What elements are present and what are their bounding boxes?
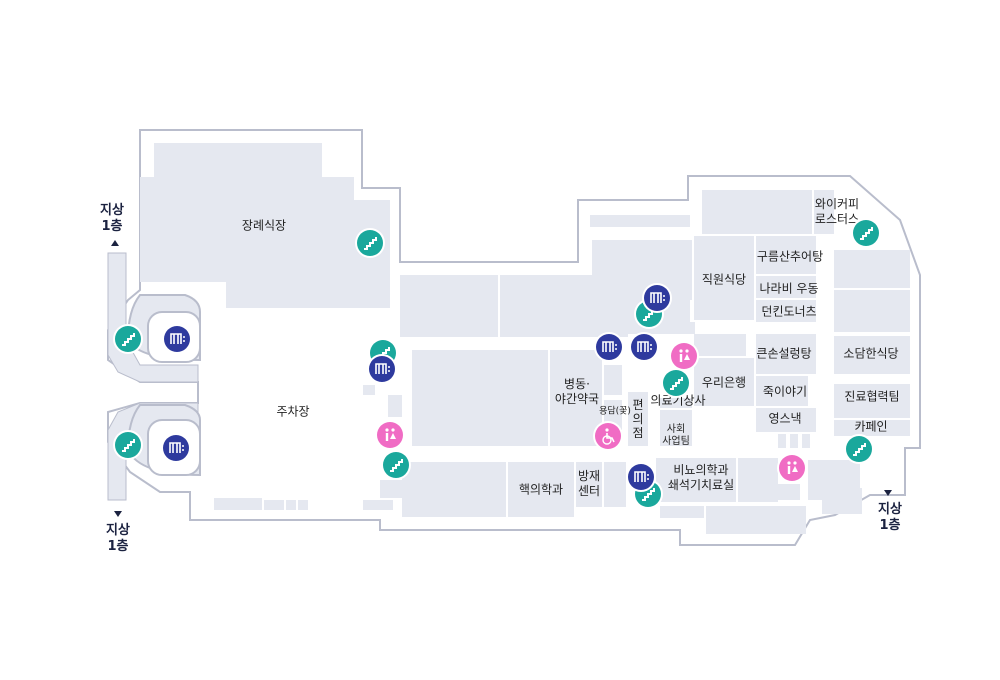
- room-convenience: 편의점: [632, 398, 644, 440]
- arrow-down-icon: [884, 490, 892, 496]
- elevator-icon[interactable]: [628, 464, 654, 490]
- exit-left-top: 지상 1층: [100, 203, 124, 234]
- room-narabi-udon: 나라비 우동: [759, 281, 819, 296]
- room-parking: 주차장: [276, 404, 310, 419]
- stairs-icon[interactable]: [115, 432, 141, 458]
- arrow-up-icon: [111, 240, 119, 246]
- room-medical-coop: 진료협력팀: [844, 389, 900, 404]
- room-wycoffee: 와이커피 로스터스: [814, 197, 860, 226]
- room-counseling: 용담(꽃): [599, 406, 631, 417]
- elevator-icon[interactable]: [369, 356, 395, 382]
- stairs-icon[interactable]: [846, 436, 872, 462]
- room-social-work: 사회 사업팀: [662, 424, 690, 447]
- elevator-icon[interactable]: [164, 326, 190, 352]
- restroom-icon[interactable]: [779, 455, 805, 481]
- room-keunson: 큰손설렁탕: [756, 346, 812, 361]
- elevator-icon[interactable]: [631, 334, 657, 360]
- room-cafe-pain: 카페인: [854, 419, 888, 434]
- stairs-icon[interactable]: [853, 220, 879, 246]
- room-woori-bank: 우리은행: [701, 375, 747, 390]
- room-cloud-udon: 구름산추어탕: [756, 249, 824, 264]
- room-pharmacy: 병동· 야간약국: [554, 377, 600, 406]
- room-porridge: 죽이야기: [762, 384, 808, 399]
- restaurant-rooms: [694, 190, 910, 448]
- room-staff-cafeteria: 직원식당: [701, 272, 747, 287]
- room-sodam: 소담한식당: [843, 346, 899, 361]
- exit-right-bottom: 지상 1층: [878, 502, 902, 533]
- restroom-icon[interactable]: [671, 343, 697, 369]
- room-radiation: 방재 센터: [577, 469, 601, 498]
- restroom-icon[interactable]: [377, 422, 403, 448]
- exit-left-bottom: 지상 1층: [106, 523, 130, 554]
- stairs-icon[interactable]: [383, 452, 409, 478]
- parking-details: [214, 385, 402, 510]
- room-nuclear-med: 핵의학과: [518, 482, 564, 497]
- room-urology: 비뇨의학과 쇄석기치료실: [667, 463, 735, 492]
- lower-rooms: [402, 458, 862, 534]
- room-medical-supply: 의료기상사: [650, 393, 706, 408]
- wheelchair-icon[interactable]: [595, 423, 621, 449]
- stairs-icon[interactable]: [115, 326, 141, 352]
- stairs-icon[interactable]: [663, 370, 689, 396]
- elevator-icon[interactable]: [163, 435, 189, 461]
- arrow-down-icon: [114, 511, 122, 517]
- room-funeral-hall: 장례식장: [241, 218, 287, 233]
- room-youngsnack: 영스낵: [768, 411, 802, 426]
- room-dunkin: 던킨도너츠: [761, 304, 817, 319]
- elevator-icon[interactable]: [596, 334, 622, 360]
- stairs-icon[interactable]: [357, 230, 383, 256]
- elevator-icon[interactable]: [644, 285, 670, 311]
